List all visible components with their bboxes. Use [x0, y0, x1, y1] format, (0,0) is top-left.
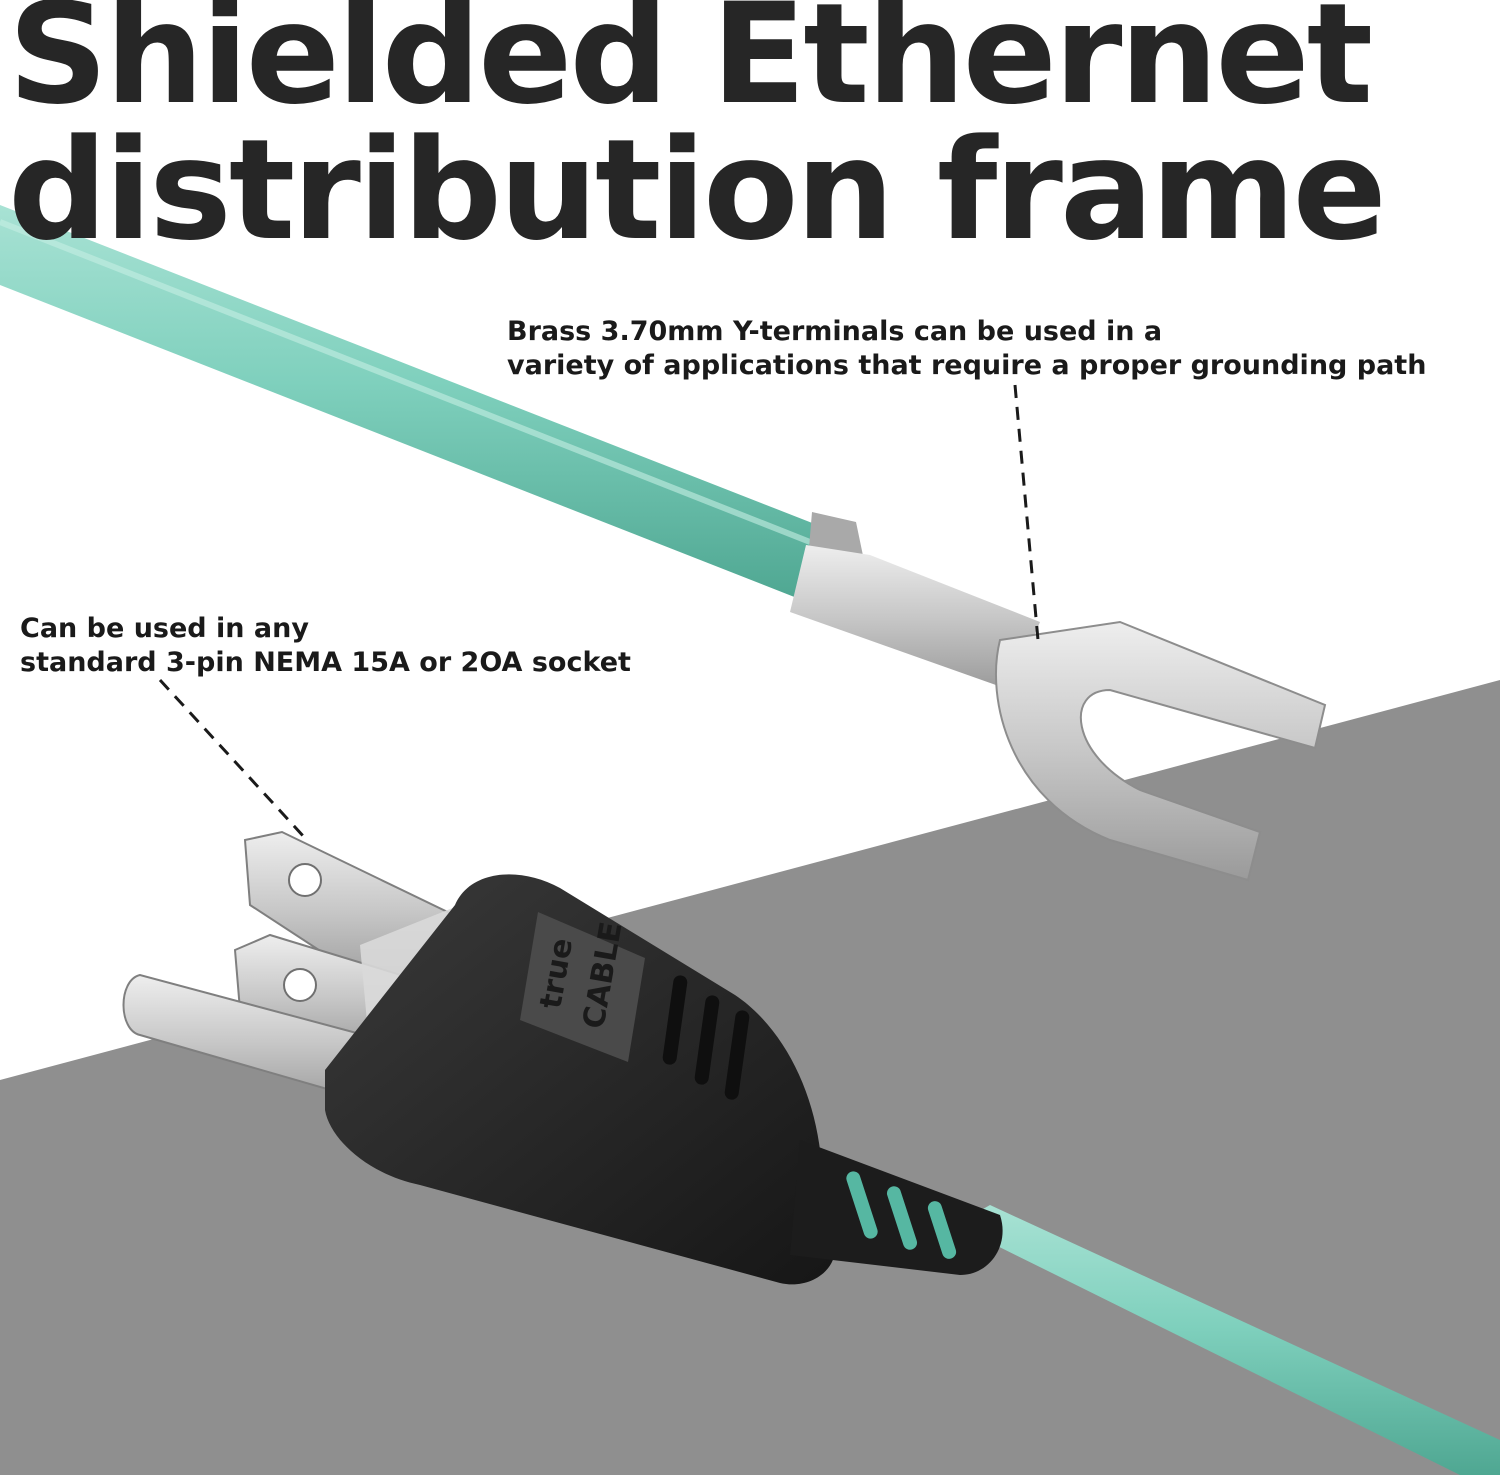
plug-leader-line [158, 678, 307, 840]
terminal-leader-line [1013, 384, 1040, 641]
headline: Shielded Ethernet distribution frame [8, 0, 1387, 260]
nema-plug: true CABLE [122, 830, 1003, 1285]
terminal-callout-line-1: Brass 3.70mm Y-terminals can be used in … [507, 316, 1163, 347]
plug-callout-line-1: Can be used in any [20, 613, 309, 644]
y-terminal [790, 512, 1327, 882]
lower-cable [955, 1205, 1500, 1475]
headline-line-2: distribution frame [8, 109, 1387, 271]
plug-callout-line-2: standard 3-pin NEMA 15A or 2OA socket [20, 647, 631, 678]
strain-relief [790, 1140, 1003, 1275]
upper-cable [0, 205, 825, 600]
headline-line-1: Shielded Ethernet [8, 0, 1373, 135]
terminal-callout: Brass 3.70mm Y-terminals can be used in … [507, 315, 1426, 383]
plug-callout: Can be used in any standard 3-pin NEMA 1… [20, 612, 631, 680]
terminal-callout-line-2: variety of applications that require a p… [507, 350, 1427, 381]
